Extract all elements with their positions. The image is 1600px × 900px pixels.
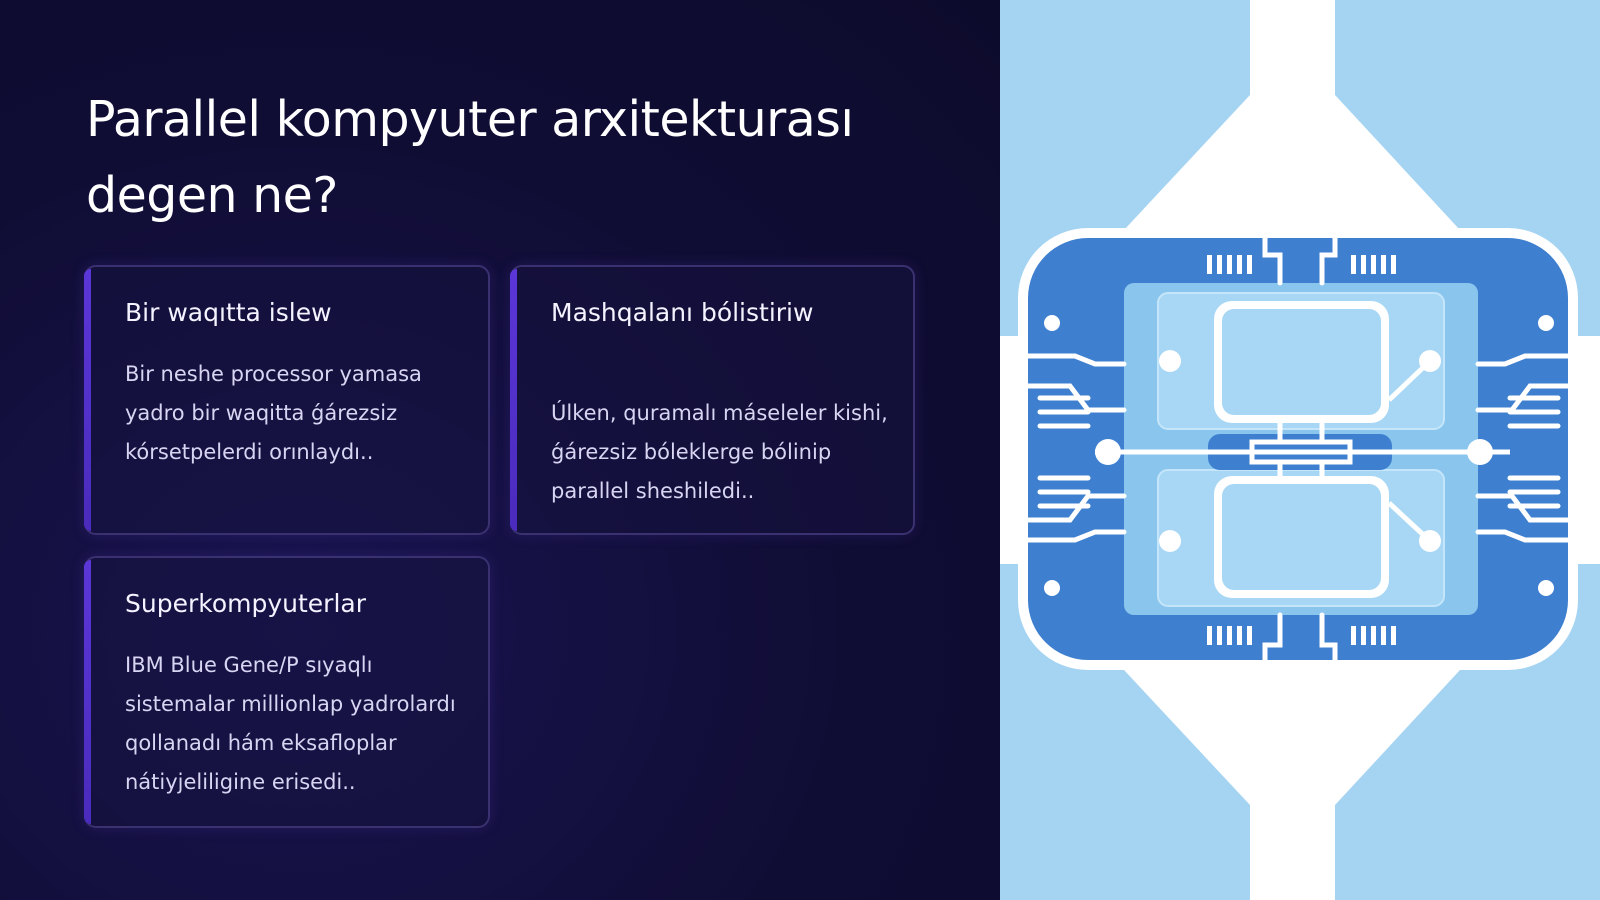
- processor-chip-icon: [1000, 0, 1600, 900]
- card-problem-decomposition: Mashqalanı bólistiriw Úlken, quramalı má…: [510, 265, 915, 535]
- card-text: IBM Blue Gene/P sıyaqlı sistemalar milli…: [125, 653, 456, 794]
- processor-chip-illustration: [1000, 0, 1600, 900]
- card-concurrent-processing: Bir waqıtta islew Bir neshe processor ya…: [84, 265, 490, 535]
- card-text: Bir neshe processor yamasa yadro bir waq…: [125, 362, 422, 464]
- content-panel: Parallel kompyuter arxitekturası degen n…: [0, 0, 1000, 900]
- card-title: Mashqalanı bólistiriw: [551, 298, 814, 327]
- card-title: Bir waqıtta islew: [125, 298, 332, 327]
- card-title: Superkompyuterlar: [125, 589, 366, 618]
- card-text: Úlken, quramalı máseleler kishi, ǵárezsi…: [551, 401, 888, 503]
- card-supercomputers: Superkompyuterlar IBM Blue Gene/P sıyaql…: [84, 556, 490, 828]
- slide-title: Parallel kompyuter arxitekturası degen n…: [86, 91, 854, 224]
